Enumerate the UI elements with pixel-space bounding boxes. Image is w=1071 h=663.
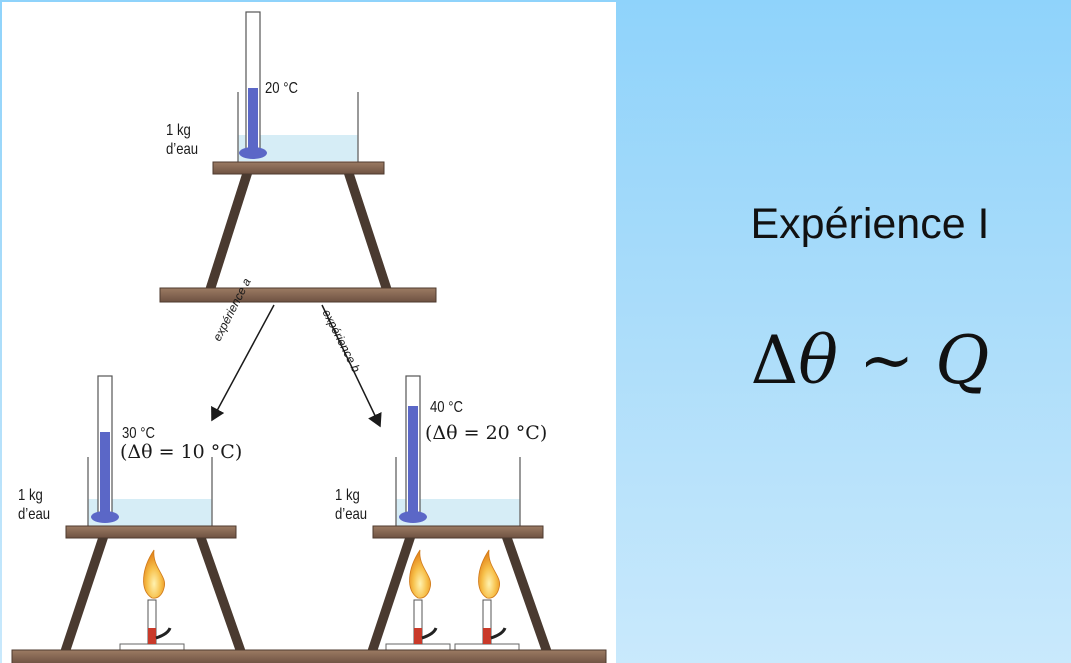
arrow-to-experience-b xyxy=(321,304,382,428)
b-mercury-column xyxy=(408,406,418,514)
a-burner xyxy=(119,549,185,651)
proportionality-formula: Δθ ~ Q xyxy=(700,322,1040,399)
a-delta-label: (Δθ = 10 °C) xyxy=(120,441,243,463)
top-stand-right-leg xyxy=(344,174,392,290)
formula-delta: Δ xyxy=(750,322,799,399)
a-mass-label: 1 kg xyxy=(18,487,43,504)
b-delta-label: (Δθ = 20 °C) xyxy=(425,422,548,444)
b-flame-1 xyxy=(409,549,432,599)
b-temperature-label: 40 °C xyxy=(430,399,463,416)
b-burner-2-handle xyxy=(490,627,507,640)
top-stand-left-leg xyxy=(205,174,252,290)
top-thermometer-bulb xyxy=(239,147,267,159)
top-base-board xyxy=(159,287,437,303)
a-mercury-column xyxy=(100,432,110,514)
a-burner-collar xyxy=(148,628,156,644)
b-burner-1-collar xyxy=(414,628,422,644)
experiment-illustration xyxy=(11,11,607,663)
b-stand-right-leg xyxy=(502,538,552,652)
top-temperature-label: 20 °C xyxy=(265,80,298,97)
a-temperature-label: 30 °C xyxy=(122,425,155,442)
bottom-table xyxy=(11,649,607,663)
slide-title: Expérience I xyxy=(750,200,990,248)
b-water-label: d’eau xyxy=(335,506,368,523)
experiment-figure: 20 °C 1 kg d’eau expérience a expérience… xyxy=(2,2,616,663)
top-mass-label: 1 kg xyxy=(166,122,191,139)
b-burner-2-collar xyxy=(483,628,491,644)
a-stand-left-leg xyxy=(60,538,108,652)
b-burner-1-handle xyxy=(421,627,438,640)
b-burner-2 xyxy=(454,549,520,651)
top-stand-plate xyxy=(212,161,385,175)
formula-theta: θ xyxy=(798,322,839,399)
formula-tilde: ~ xyxy=(838,322,936,399)
a-stand-right-leg xyxy=(196,538,246,652)
setup-a xyxy=(60,375,246,652)
b-burner-1 xyxy=(385,549,451,651)
a-stand-plate xyxy=(65,525,237,539)
setup-b xyxy=(367,375,552,652)
b-burner-2-base xyxy=(454,643,520,651)
a-water-label: d’eau xyxy=(18,506,51,523)
a-burner-base xyxy=(119,643,185,651)
arrow-to-experience-a xyxy=(211,304,275,422)
top-water-label: d’eau xyxy=(166,141,199,158)
a-flame xyxy=(143,549,166,599)
b-stand-plate xyxy=(372,525,544,539)
b-burner-1-base xyxy=(385,643,451,651)
a-burner-handle xyxy=(155,627,172,640)
a-thermometer-bulb xyxy=(91,511,119,523)
b-thermometer-bulb xyxy=(399,511,427,523)
b-mass-label: 1 kg xyxy=(335,487,360,504)
b-stand-left-leg xyxy=(367,538,415,652)
formula-q: Q xyxy=(935,322,990,399)
top-setup xyxy=(159,11,437,303)
top-mercury-column xyxy=(248,88,258,150)
b-flame-2 xyxy=(478,549,501,599)
